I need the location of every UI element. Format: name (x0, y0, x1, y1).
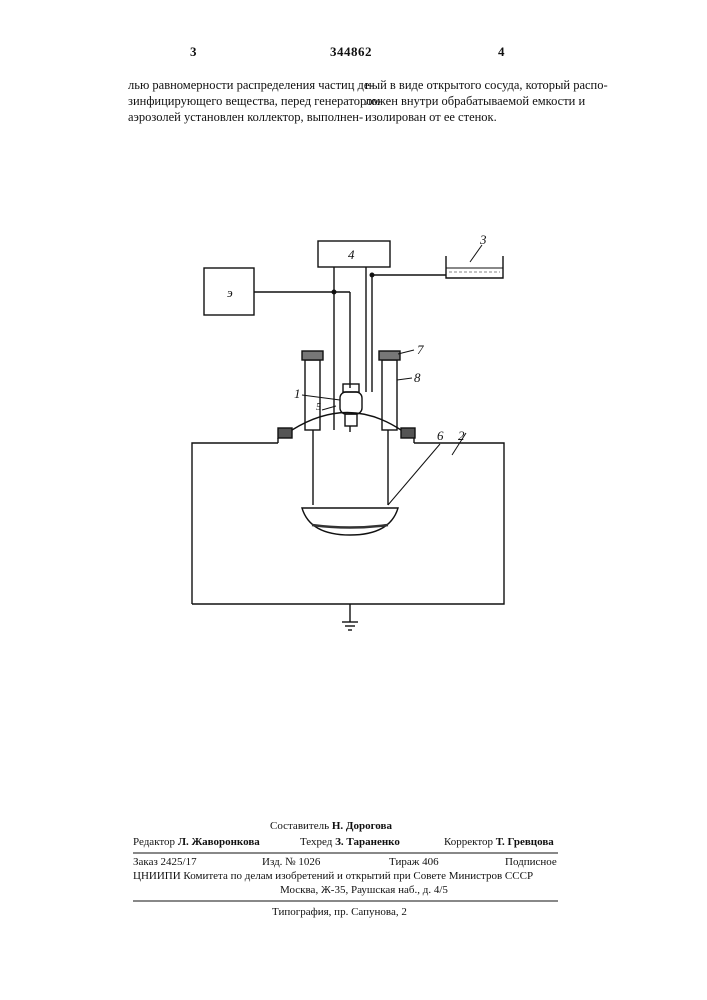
generator-body (340, 392, 362, 414)
generator-top (343, 384, 359, 392)
label-2: 2 (458, 428, 465, 443)
open-vessel (446, 256, 503, 278)
junction-dot (370, 273, 374, 277)
techred-label: Техред (300, 836, 332, 848)
techred-name: З. Тараненко (335, 836, 400, 848)
footer-divider (0, 899, 707, 903)
address: Москва, Ж-35, Раушская наб., д. 4/5 (280, 884, 448, 896)
compiler-name: Н. Дорогова (332, 820, 392, 832)
label-4: 4 (348, 247, 355, 262)
subscription: Подписное (505, 856, 557, 868)
editor-name: Л. Жаворонкова (178, 836, 260, 848)
techred-line: Техред З. Тараненко (300, 836, 400, 848)
flange-right (401, 428, 415, 438)
generator-nozzle (345, 414, 357, 426)
leader-line (397, 378, 412, 380)
editor-line: Редактор Л. Жаворонкова (133, 836, 260, 848)
leader-line (388, 444, 440, 505)
junction-dot (332, 290, 336, 294)
compiler-line: Составитель Н. Дорогова (270, 820, 392, 832)
printer: Типография, пр. Сапунова, 2 (272, 906, 407, 918)
corrector-line: Корректор Т. Гревцова (444, 836, 554, 848)
footer-divider (0, 851, 707, 855)
chamber-wall (192, 443, 278, 604)
label-8: 8 (414, 370, 421, 385)
leader-line (470, 245, 482, 262)
collector-fill (312, 525, 388, 528)
chamber-dome (292, 413, 401, 431)
label-3: 3 (479, 232, 487, 247)
tube-right (382, 360, 397, 430)
corrector-name: Т. Гревцова (496, 836, 554, 848)
insulator-left (302, 351, 323, 360)
flange-left (278, 428, 292, 438)
label-generator: э (227, 285, 233, 300)
institute: ЦНИИПИ Комитета по делам изобретений и о… (133, 870, 533, 882)
editor-label: Редактор (133, 836, 175, 848)
corrector-label: Корректор (444, 836, 493, 848)
label-5: 5 (316, 402, 321, 413)
label-6: 6 (437, 428, 444, 443)
compiler-label: Составитель (270, 820, 329, 832)
edition-number: Изд. № 1026 (262, 856, 320, 868)
print-run: Тираж 406 (389, 856, 439, 868)
label-7: 7 (417, 342, 424, 357)
label-1: 1 (294, 386, 301, 401)
collector-bowl (302, 508, 398, 535)
chamber-wall (192, 443, 504, 604)
insulator-right (379, 351, 400, 360)
order-number: Заказ 2425/17 (133, 856, 197, 868)
